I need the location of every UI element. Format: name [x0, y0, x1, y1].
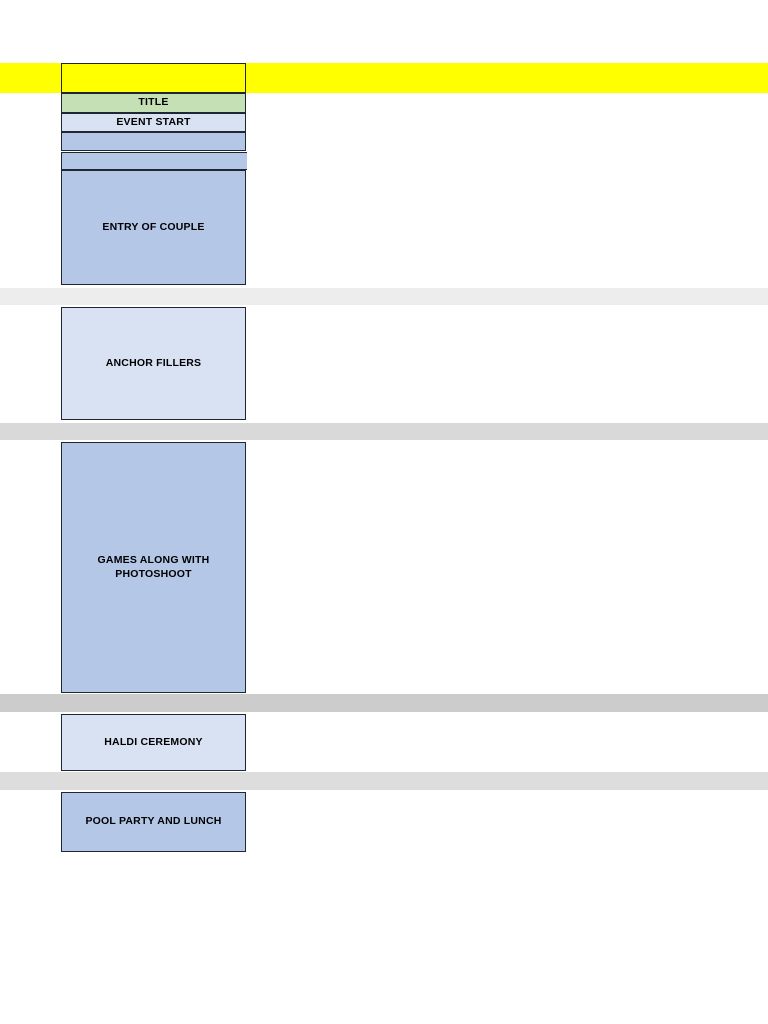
banner-title-cell[interactable]: [61, 63, 246, 93]
row-label-title: TITLE: [138, 96, 169, 109]
row-cell-anchor-fillers[interactable]: ANCHOR FILLERS: [61, 307, 246, 420]
spacer-after-haldi: [0, 772, 768, 790]
row-label-pool-party-and-lunch: POOL PARTY AND LUNCH: [85, 815, 222, 828]
row-label-entry-of-couple: ENTRY OF COUPLE: [102, 220, 205, 233]
row-cell-entry-of-couple[interactable]: ENTRY OF COUPLE: [61, 170, 246, 285]
row-cell-event-start[interactable]: EVENT START: [61, 113, 246, 132]
row-label-games-along-with-photoshoot: GAMES ALONG WITH PHOTOSHOOT: [97, 554, 210, 580]
row-cell-games-along-with-photoshoot[interactable]: GAMES ALONG WITH PHOTOSHOOT: [61, 442, 246, 693]
row-label-event-start: EVENT START: [116, 115, 191, 128]
spacer-after-anchor: [0, 423, 768, 440]
row-label-anchor-fillers: ANCHOR FILLERS: [105, 356, 202, 369]
row-cell-blank-2[interactable]: [61, 152, 247, 170]
spacer-after-games: [0, 694, 768, 712]
row-cell-blank-1[interactable]: [61, 132, 246, 151]
row-cell-pool-party-and-lunch[interactable]: POOL PARTY AND LUNCH: [61, 792, 246, 852]
row-cell-haldi-ceremony[interactable]: HALDI CEREMONY: [61, 714, 246, 771]
spacer-after-entry: [0, 288, 768, 305]
row-label-haldi-ceremony: HALDI CEREMONY: [104, 735, 203, 748]
row-cell-title[interactable]: TITLE: [61, 93, 246, 113]
